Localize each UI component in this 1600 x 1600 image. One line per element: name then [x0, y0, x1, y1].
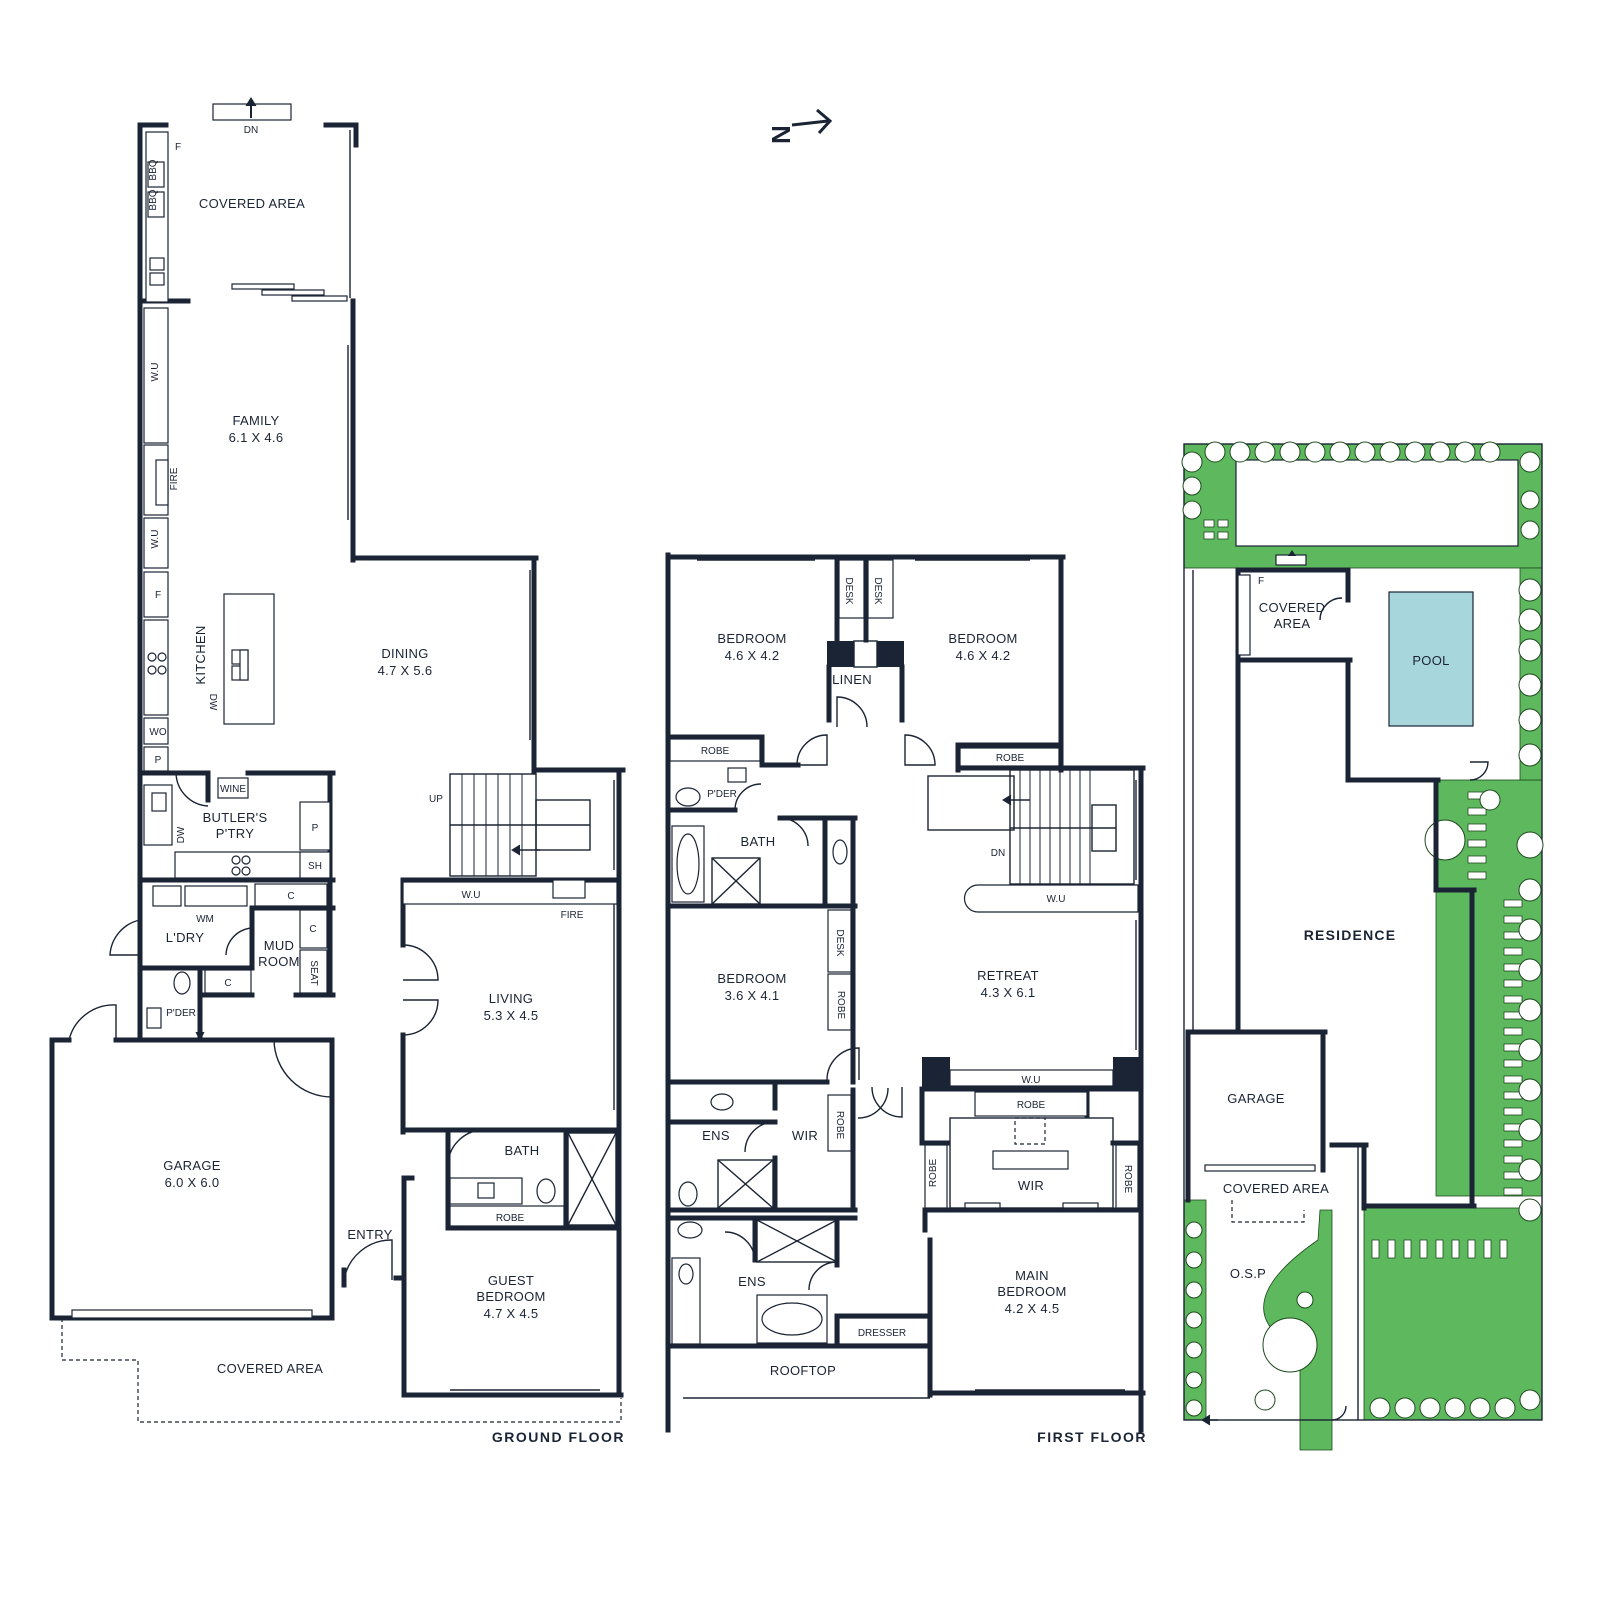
gf-stair-dn-label: DN — [244, 125, 258, 136]
ff-retreat-size: 4.3 X 6.1 — [981, 985, 1036, 1000]
gf-wine-label: WINE — [220, 784, 246, 795]
ff-stair-dn-label: DN — [991, 848, 1005, 859]
ff-bedroom-a-size: 4.6 X 4.2 — [725, 648, 780, 663]
site-pool-label: POOL — [1412, 653, 1449, 668]
ff-main-line2: BEDROOM — [997, 1284, 1066, 1299]
gf-powder-label: P'DER — [166, 1008, 196, 1019]
ff-retreat-name: RETREAT — [977, 968, 1039, 983]
ff-robe-label-b: ROBE — [996, 753, 1025, 764]
gf-butler-dw-label: DW — [176, 826, 187, 843]
ff-bedroom-b-name: BEDROOM — [948, 631, 1017, 646]
gf-family-name: FAMILY — [232, 413, 279, 428]
gf-fire-label: FIRE — [169, 467, 180, 490]
site-covered-top-line2: AREA — [1274, 616, 1311, 631]
site-covered-top-line1: COVERED — [1259, 600, 1325, 615]
compass-letter: N — [766, 125, 796, 144]
gf-garage-size: 6.0 X 6.0 — [165, 1175, 220, 1190]
gf-bbq-label-1: BBQ — [148, 159, 159, 180]
gf-wm-label: WM — [196, 914, 214, 925]
gf-mud-line2: ROOM — [258, 954, 300, 969]
gf-mud-line1: MUD — [264, 938, 295, 953]
site-fridge-label: F — [1258, 576, 1264, 587]
ff-main-robe-right-label: ROBE — [1122, 1165, 1133, 1194]
ff-rooftop-label: ROOFTOP — [770, 1363, 836, 1378]
gf-covered-area-bottom: COVERED AREA — [217, 1361, 323, 1376]
gf-dining-size: 4.7 X 5.6 — [378, 663, 433, 678]
gf-pantry-p-label: P — [155, 755, 162, 766]
ff-main-line1: MAIN — [1015, 1268, 1049, 1283]
north-arrow-icon: N — [766, 108, 833, 144]
gf-wu-label-1: W.U — [150, 363, 161, 382]
ff-main-wu-label: W.U — [1022, 1075, 1041, 1086]
gf-living-fire-label: FIRE — [561, 910, 584, 921]
ff-desk-label-1: DESK — [843, 577, 854, 605]
ff-desk-label-2: DESK — [872, 577, 883, 605]
ff-robe-label-a: ROBE — [701, 746, 730, 757]
ff-bath-label: BATH — [741, 834, 776, 849]
first-floor-title: FIRST FLOOR — [1037, 1429, 1147, 1445]
site-residence-label: RESIDENCE — [1304, 927, 1396, 943]
gf-guest-line1: GUEST — [488, 1273, 534, 1288]
gf-garage-name: GARAGE — [163, 1158, 220, 1173]
gf-fridge-label-top: F — [175, 142, 181, 153]
gf-seat-label: SEAT — [308, 960, 319, 985]
gf-living-wu-label: W.U — [462, 890, 481, 901]
gf-cupboard-label-3: C — [224, 978, 231, 989]
ff-bedroom-c-name: BEDROOM — [717, 971, 786, 986]
gf-wall-oven-label: WO — [149, 727, 166, 738]
gf-shelf-label: SH — [308, 861, 322, 872]
gf-robe-label: ROBE — [496, 1213, 525, 1224]
gf-laundry-label: L'DRY — [166, 930, 204, 945]
gf-bath-label: BATH — [505, 1143, 540, 1158]
site-plan: F COVERED AREA POOL RESIDENCE GARAGE COV… — [1181, 441, 1544, 1451]
ff-robe-label-c: ROBE — [835, 991, 846, 1020]
ff-dresser-label: DRESSER — [858, 1328, 906, 1339]
gf-cupboard-label-2: C — [309, 924, 316, 935]
ff-linen-label: LINEN — [832, 672, 872, 687]
gf-living-size: 5.3 X 4.5 — [484, 1008, 539, 1023]
gf-family-size: 6.1 X 4.6 — [229, 430, 284, 445]
gf-bbq-label-2: BBQ — [148, 189, 159, 210]
ff-wir-a-label: WIR — [792, 1128, 818, 1143]
gf-butlers-line2: P'TRY — [216, 826, 254, 841]
ff-ens-a-label: ENS — [702, 1128, 730, 1143]
ff-retreat-wu-label: W.U — [1047, 894, 1066, 905]
gf-cupboard-label-1: C — [287, 891, 294, 902]
ff-bedroom-b-size: 4.6 X 4.2 — [956, 648, 1011, 663]
gf-covered-area-top: COVERED AREA — [199, 196, 305, 211]
ff-main-robe-left-label: ROBE — [928, 1159, 939, 1188]
site-covered-bottom-label: COVERED AREA — [1223, 1181, 1329, 1196]
gf-guest-size: 4.7 X 4.5 — [484, 1306, 539, 1321]
ff-desk-label-3: DESK — [834, 929, 845, 957]
ff-bedroom-c-size: 3.6 X 4.1 — [725, 988, 780, 1003]
ff-main-robe-top-label: ROBE — [1017, 1100, 1046, 1111]
ff-robe-label-wir: ROBE — [834, 1111, 845, 1140]
gf-fridge-label: F — [155, 590, 161, 601]
site-osp-label: O.S.P — [1230, 1266, 1266, 1281]
ff-main-size: 4.2 X 4.5 — [1005, 1301, 1060, 1316]
gf-wu-label-2: W.U — [150, 530, 161, 549]
gf-dining-name: DINING — [381, 646, 428, 661]
ground-floor-title: GROUND FLOOR — [492, 1429, 625, 1445]
first-floor-plan: ROOFTOP DESK DESK LINEN BEDROOM 4.6 X 4.… — [665, 552, 1147, 1445]
gf-butlers-line1: BUTLER'S — [203, 810, 268, 825]
gf-butler-p-label: P — [312, 823, 319, 834]
ff-bedroom-a-name: BEDROOM — [717, 631, 786, 646]
gf-kitchen-label: KITCHEN — [193, 625, 208, 684]
ff-ens-b-label: ENS — [738, 1274, 766, 1289]
gf-guest-line2: BEDROOM — [476, 1289, 545, 1304]
gf-stair-up-label: UP — [429, 794, 443, 805]
gf-dishwasher-label: DW — [207, 694, 218, 711]
gf-entry-label: ENTRY — [347, 1227, 392, 1242]
ff-powder-label: P'DER — [707, 789, 737, 800]
ff-main-wir-label: WIR — [1018, 1178, 1044, 1193]
ground-floor-plan: DN BBQ BBQ F COVERED AREA W.U FIRE W.U F… — [49, 97, 626, 1445]
gf-living-name: LIVING — [489, 991, 533, 1006]
site-garage-label: GARAGE — [1227, 1091, 1284, 1106]
